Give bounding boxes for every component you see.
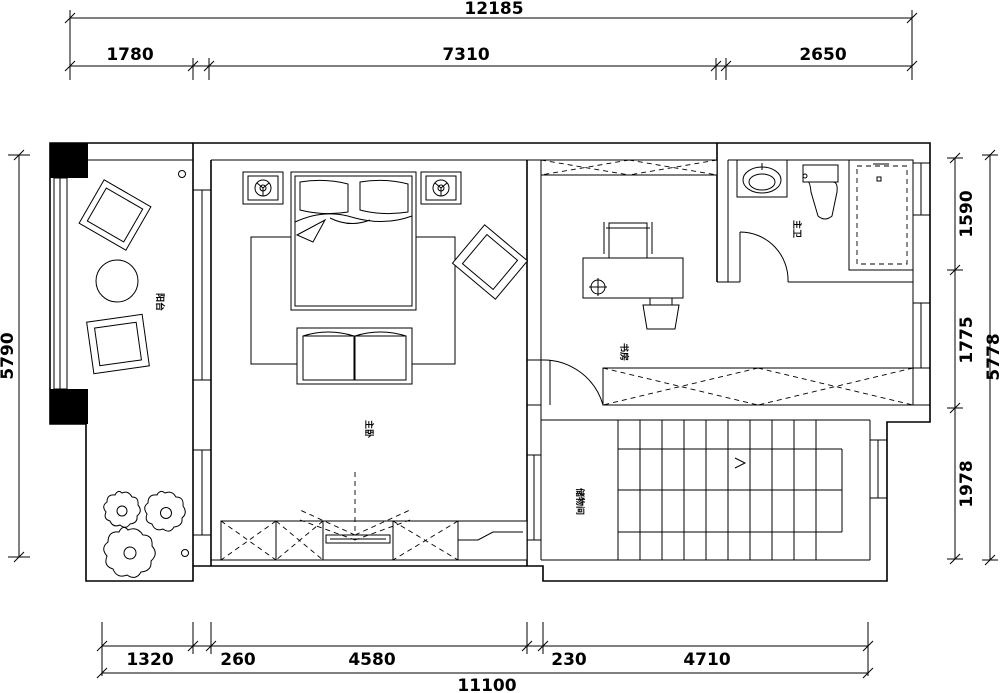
bottom-dimensions: 1320 260 4580 230 4710 11100: [96, 622, 874, 693]
dim-top-2: 7310: [442, 45, 489, 65]
sofa: [296, 327, 413, 385]
dim-bottom-4: 230: [551, 650, 587, 670]
room-label-master-bath: 主卫: [791, 220, 803, 238]
dim-top-1: 1780: [106, 45, 153, 65]
dim-right-3: 1978: [957, 460, 977, 507]
desk-chair-front: [642, 298, 680, 330]
study-door: [540, 359, 604, 406]
windows: [50, 143, 931, 541]
desk-chair-back: [603, 222, 653, 259]
dim-left-total: 5790: [0, 332, 18, 379]
bath-fixtures: [736, 159, 914, 271]
room-label-balcony: 阳台: [154, 293, 166, 311]
dim-right-1: 1590: [957, 190, 977, 237]
bedroom-furniture: [220, 171, 529, 561]
balcony-furniture: [78, 170, 189, 578]
round-table: [95, 259, 139, 303]
dim-bottom-5: 4710: [683, 650, 730, 670]
plant-pots: [103, 490, 186, 578]
staircase: [617, 420, 843, 560]
room-label-closet: 储物间: [574, 488, 586, 515]
right-dimensions: 1590 1775 1978 5778: [947, 149, 1000, 566]
toilet: [802, 164, 839, 220]
bathtub: [848, 159, 914, 271]
top-dimensions: 12185 1780 7310 2650: [64, 0, 918, 80]
dim-bottom-total: 11100: [457, 676, 516, 693]
nightstand-left: [242, 171, 284, 205]
nightstand-right: [420, 171, 462, 205]
desk: [582, 257, 684, 299]
wardrobe: [220, 472, 528, 561]
dim-bottom-3: 4580: [348, 650, 395, 670]
study-furniture: [540, 159, 914, 406]
bath-door: [739, 231, 789, 283]
dim-right-2: 1775: [957, 316, 977, 363]
dim-top-total: 12185: [464, 0, 523, 19]
lounge-chair-top: [78, 179, 152, 251]
column-bottom-left: [50, 389, 88, 424]
room-label-master-bedroom: 主卧: [363, 420, 375, 438]
armchair: [451, 224, 529, 300]
lounge-chair-bottom: [86, 313, 150, 375]
doors: [540, 231, 789, 406]
double-bed: [290, 171, 417, 311]
dim-bottom-2: 260: [220, 650, 256, 670]
study-cabinet: [602, 367, 914, 406]
dim-right-total: 5778: [984, 333, 1000, 380]
column-top-left: [50, 143, 88, 178]
room-label-study: 书房: [618, 343, 630, 361]
dim-bottom-1: 1320: [126, 650, 173, 670]
left-dimensions: 5790: [0, 149, 30, 563]
dim-top-3: 2650: [799, 45, 846, 65]
